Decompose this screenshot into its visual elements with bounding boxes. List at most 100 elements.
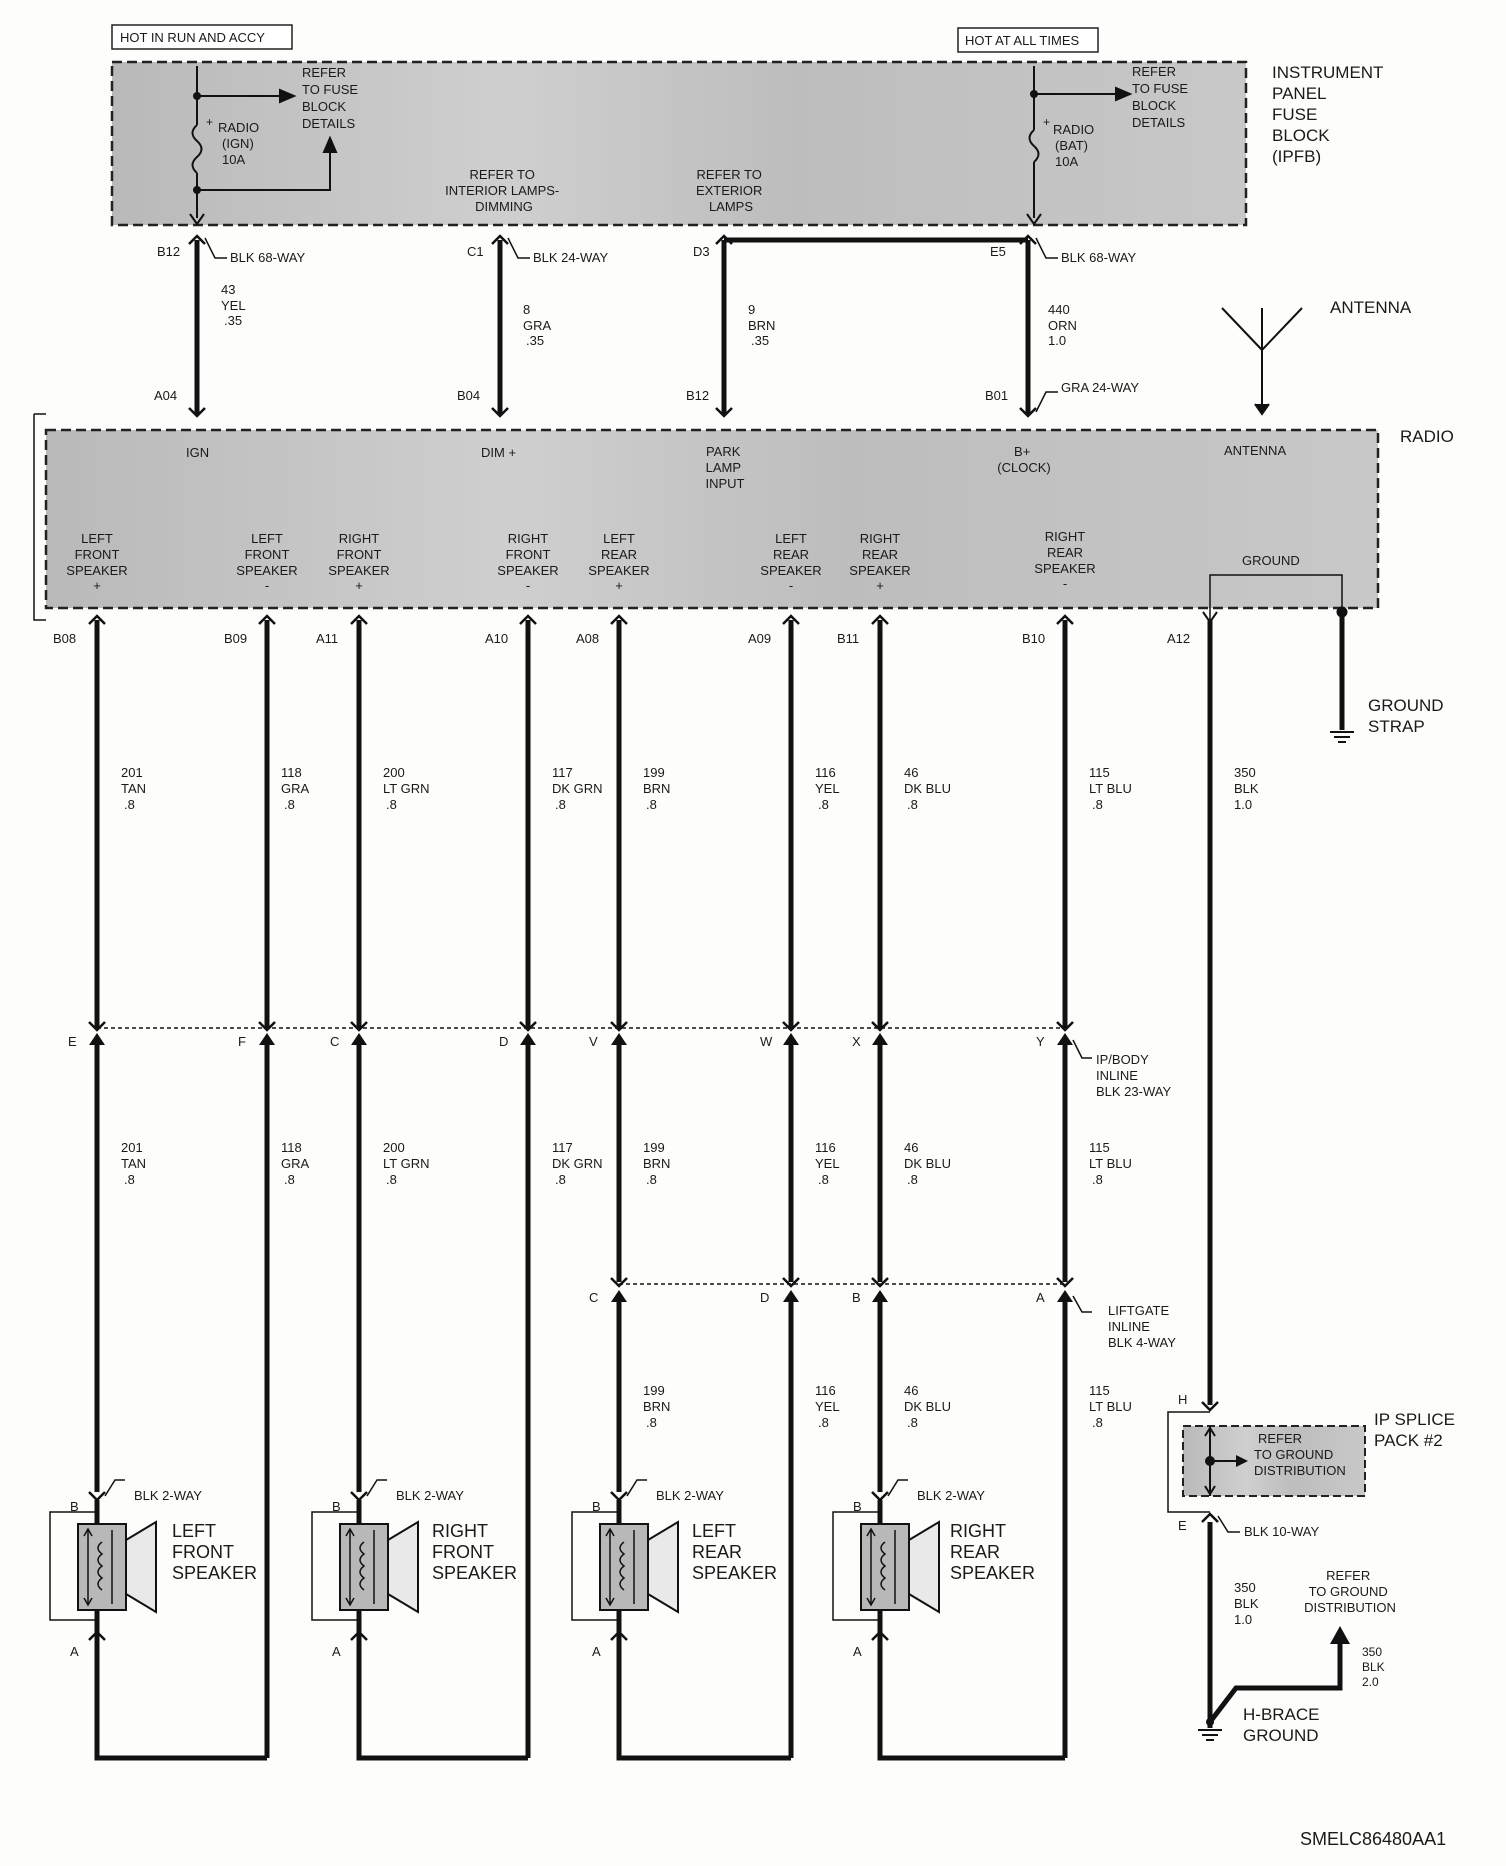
liftgate-pin-labels: C D B A	[589, 1290, 1045, 1305]
speaker-right-rear: BLK 2-WAY B A RIGHT REAR SPEAKER	[832, 1479, 1035, 1659]
ground-wire-label: 350 BLK 1.0	[1234, 1580, 1262, 1627]
splice-pin-h: H	[1178, 1392, 1187, 1407]
speaker-left-front: BLK 2-WAY B A LEFT FRONT SPEAKER	[49, 1479, 257, 1659]
speaker-icon	[599, 1520, 679, 1614]
fuse-radio-ign-label: RADIO (IGN) 10A	[218, 120, 263, 167]
svg-text:B09: B09	[224, 631, 247, 646]
svg-text:X: X	[852, 1034, 861, 1049]
speaker-left-rear: BLK 2-WAY B A LEFT REAR SPEAKER	[571, 1479, 777, 1659]
pin-c1: C1	[467, 244, 484, 259]
speaker-pin-a: A	[853, 1644, 862, 1659]
fuse-radio-ign	[189, 66, 338, 226]
svg-text:B11: B11	[837, 631, 859, 646]
inline-connector-label: IP/BODY INLINE BLK 23-WAY	[1096, 1052, 1171, 1099]
speaker-conn-label: BLK 2-WAY	[917, 1488, 985, 1503]
fuse-plus-sign: +	[1043, 115, 1050, 129]
speaker-pin-b: B	[592, 1499, 601, 1514]
conn-blk-68-way-left: BLK 68-WAY	[230, 250, 305, 265]
pin-e5: E5	[990, 244, 1006, 259]
splice-label: IP SPLICE PACK #2	[1374, 1410, 1460, 1450]
svg-text:F: F	[238, 1034, 246, 1049]
speaker-name: RIGHT REAR SPEAKER	[950, 1521, 1035, 1583]
ground-distribution-ref: REFER TO GROUND DISTRIBUTION	[1304, 1568, 1396, 1615]
radio-park-lamp-input: PARK LAMP INPUT	[706, 444, 745, 491]
inline-pin-labels: E F C D V W X Y	[68, 1034, 1045, 1049]
speaker-pin-a: A	[70, 1644, 79, 1659]
hot-all-times-tag: HOT AT ALL TIMES	[957, 27, 1099, 53]
footer-code: SMELC86480AA1	[1300, 1829, 1446, 1849]
svg-text:Y: Y	[1036, 1034, 1045, 1049]
lower-wires	[94, 1045, 1092, 1761]
ground-symbol-icon	[1330, 731, 1354, 743]
refer-interior-lamps: REFER TO INTERIOR LAMPS- DIMMING	[445, 167, 563, 214]
splice-inner-label: REFER TO GROUND DISTRIBUTION	[1254, 1431, 1346, 1478]
radio-block: RADIO IGN DIM + PARK LAMP INPUT B+ (CLOC…	[33, 413, 1454, 621]
radio-dim: DIM +	[481, 445, 516, 460]
radio-label: RADIO	[1400, 427, 1454, 446]
speaker-pin-b: B	[332, 1499, 341, 1514]
hot-all-times-text: HOT AT ALL TIMES	[965, 33, 1079, 48]
svg-text:E: E	[68, 1034, 77, 1049]
ground-strap-label: GROUND STRAP	[1368, 696, 1448, 736]
svg-text:C: C	[589, 1290, 598, 1305]
ip-splice-pack: REFER TO GROUND DISTRIBUTION H E BLK 10-…	[1167, 1392, 1460, 1539]
radio-ground: GROUND	[1242, 553, 1300, 568]
speaker-icon	[339, 1520, 419, 1614]
pin-b04: B04	[457, 388, 480, 403]
fuse-block: INSTRUMENT PANEL FUSE BLOCK (IPFB) RADIO…	[110, 60, 1388, 227]
fuse-radio-bat-label: RADIO (BAT) 10A	[1053, 122, 1098, 169]
refer-fuse-block-right: REFER TO FUSE BLOCK DETAILS	[1132, 64, 1192, 130]
svg-text:B10: B10	[1022, 631, 1045, 646]
conn-blk-68-way-right: BLK 68-WAY	[1061, 250, 1136, 265]
ground-symbol-icon	[1198, 1729, 1222, 1741]
speaker-pin-a: A	[332, 1644, 341, 1659]
splice-conn-label: BLK 10-WAY	[1244, 1524, 1319, 1539]
svg-text:C: C	[330, 1034, 339, 1049]
hot-run-accy-tag: HOT IN RUN AND ACCY	[111, 24, 293, 50]
speaker-name: LEFT FRONT SPEAKER	[172, 1521, 257, 1583]
svg-text:A12: A12	[1167, 631, 1190, 646]
splice-dot	[193, 186, 201, 194]
top-wires	[188, 234, 1058, 418]
speaker-name: LEFT REAR SPEAKER	[692, 1521, 777, 1583]
pin-b12-radio: B12	[686, 388, 709, 403]
speaker-icon	[77, 1520, 157, 1614]
speaker-pin-a: A	[592, 1644, 601, 1659]
speaker-right-front: BLK 2-WAY B A RIGHT FRONT SPEAKER	[311, 1479, 517, 1659]
splice-pin-e: E	[1178, 1518, 1187, 1533]
radio-antenna: ANTENNA	[1224, 443, 1286, 458]
speaker-pin-b: B	[853, 1499, 862, 1514]
h-brace-ground-path	[1198, 1522, 1350, 1741]
antenna-icon	[1221, 307, 1303, 416]
svg-text:A08: A08	[576, 631, 599, 646]
fuse-block-label: INSTRUMENT PANEL FUSE BLOCK (IPFB)	[1272, 63, 1388, 166]
svg-text:A09: A09	[748, 631, 771, 646]
